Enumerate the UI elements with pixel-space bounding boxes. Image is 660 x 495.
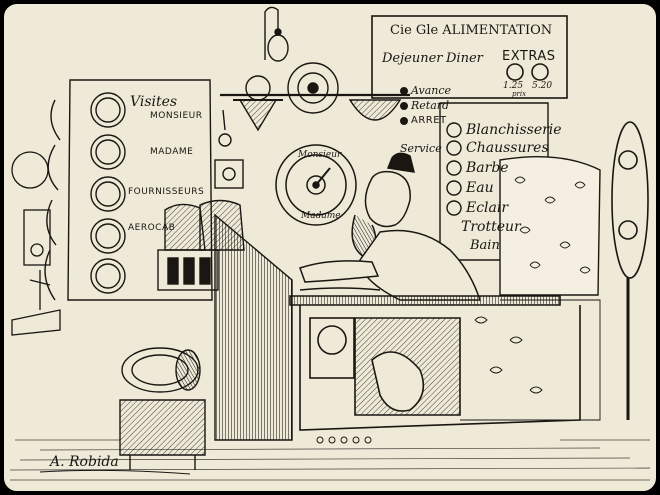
hanging-lamp	[264, 6, 289, 62]
wall-apparatus	[11, 151, 61, 336]
label-visites: Visites	[130, 94, 178, 110]
control-retard: Retard	[411, 99, 450, 112]
coil-apparatus	[119, 347, 206, 470]
service-barbe: Barbe	[466, 160, 509, 176]
service-eau: Eau	[466, 180, 494, 196]
top-machinery	[214, 62, 410, 189]
signature-flourish	[39, 469, 191, 475]
control-service: Service	[400, 142, 442, 155]
label-monsieur: MONSIEUR	[150, 111, 203, 121]
control-arret: ARRET	[411, 115, 447, 126]
service-blanchisserie: Blanchisserie	[466, 122, 562, 138]
label-aerocab: AEROCAB	[128, 223, 176, 233]
service-bain: Bain	[470, 238, 500, 253]
menu-dejeuner: Dejeuner	[382, 51, 443, 66]
label-madame: MADAME	[150, 147, 194, 157]
label-fournisseurs: FOURNISSEURS	[128, 187, 205, 197]
artist-signature: A. Robida	[50, 454, 119, 470]
wall-dial	[275, 144, 357, 226]
menu-diner: Diner	[446, 51, 483, 66]
man-figure	[299, 152, 482, 301]
alimentation-title: Cie Gle ALIMENTATION	[390, 23, 553, 38]
armchair	[460, 155, 601, 421]
alimentation-board	[371, 15, 568, 99]
console-desk	[289, 295, 581, 444]
tower-machinery	[157, 199, 293, 441]
menu-prix: prix	[512, 90, 527, 98]
control-levers	[400, 87, 408, 125]
menu-price-right: 5.20	[532, 81, 553, 91]
service-trotteur: Trotteur	[461, 219, 521, 235]
control-avance: Avance	[411, 84, 452, 97]
right-clock	[611, 121, 649, 420]
dial-monsieur: Monsieur	[298, 150, 342, 160]
dial-madame: Madame	[301, 211, 341, 221]
menu-extras: EXTRAS	[502, 49, 556, 64]
service-chaussures: Chaussures	[466, 140, 549, 156]
left-board	[44, 79, 213, 301]
menu-price-left: 1.25	[503, 81, 524, 91]
service-eclair: Eclair	[466, 200, 509, 216]
